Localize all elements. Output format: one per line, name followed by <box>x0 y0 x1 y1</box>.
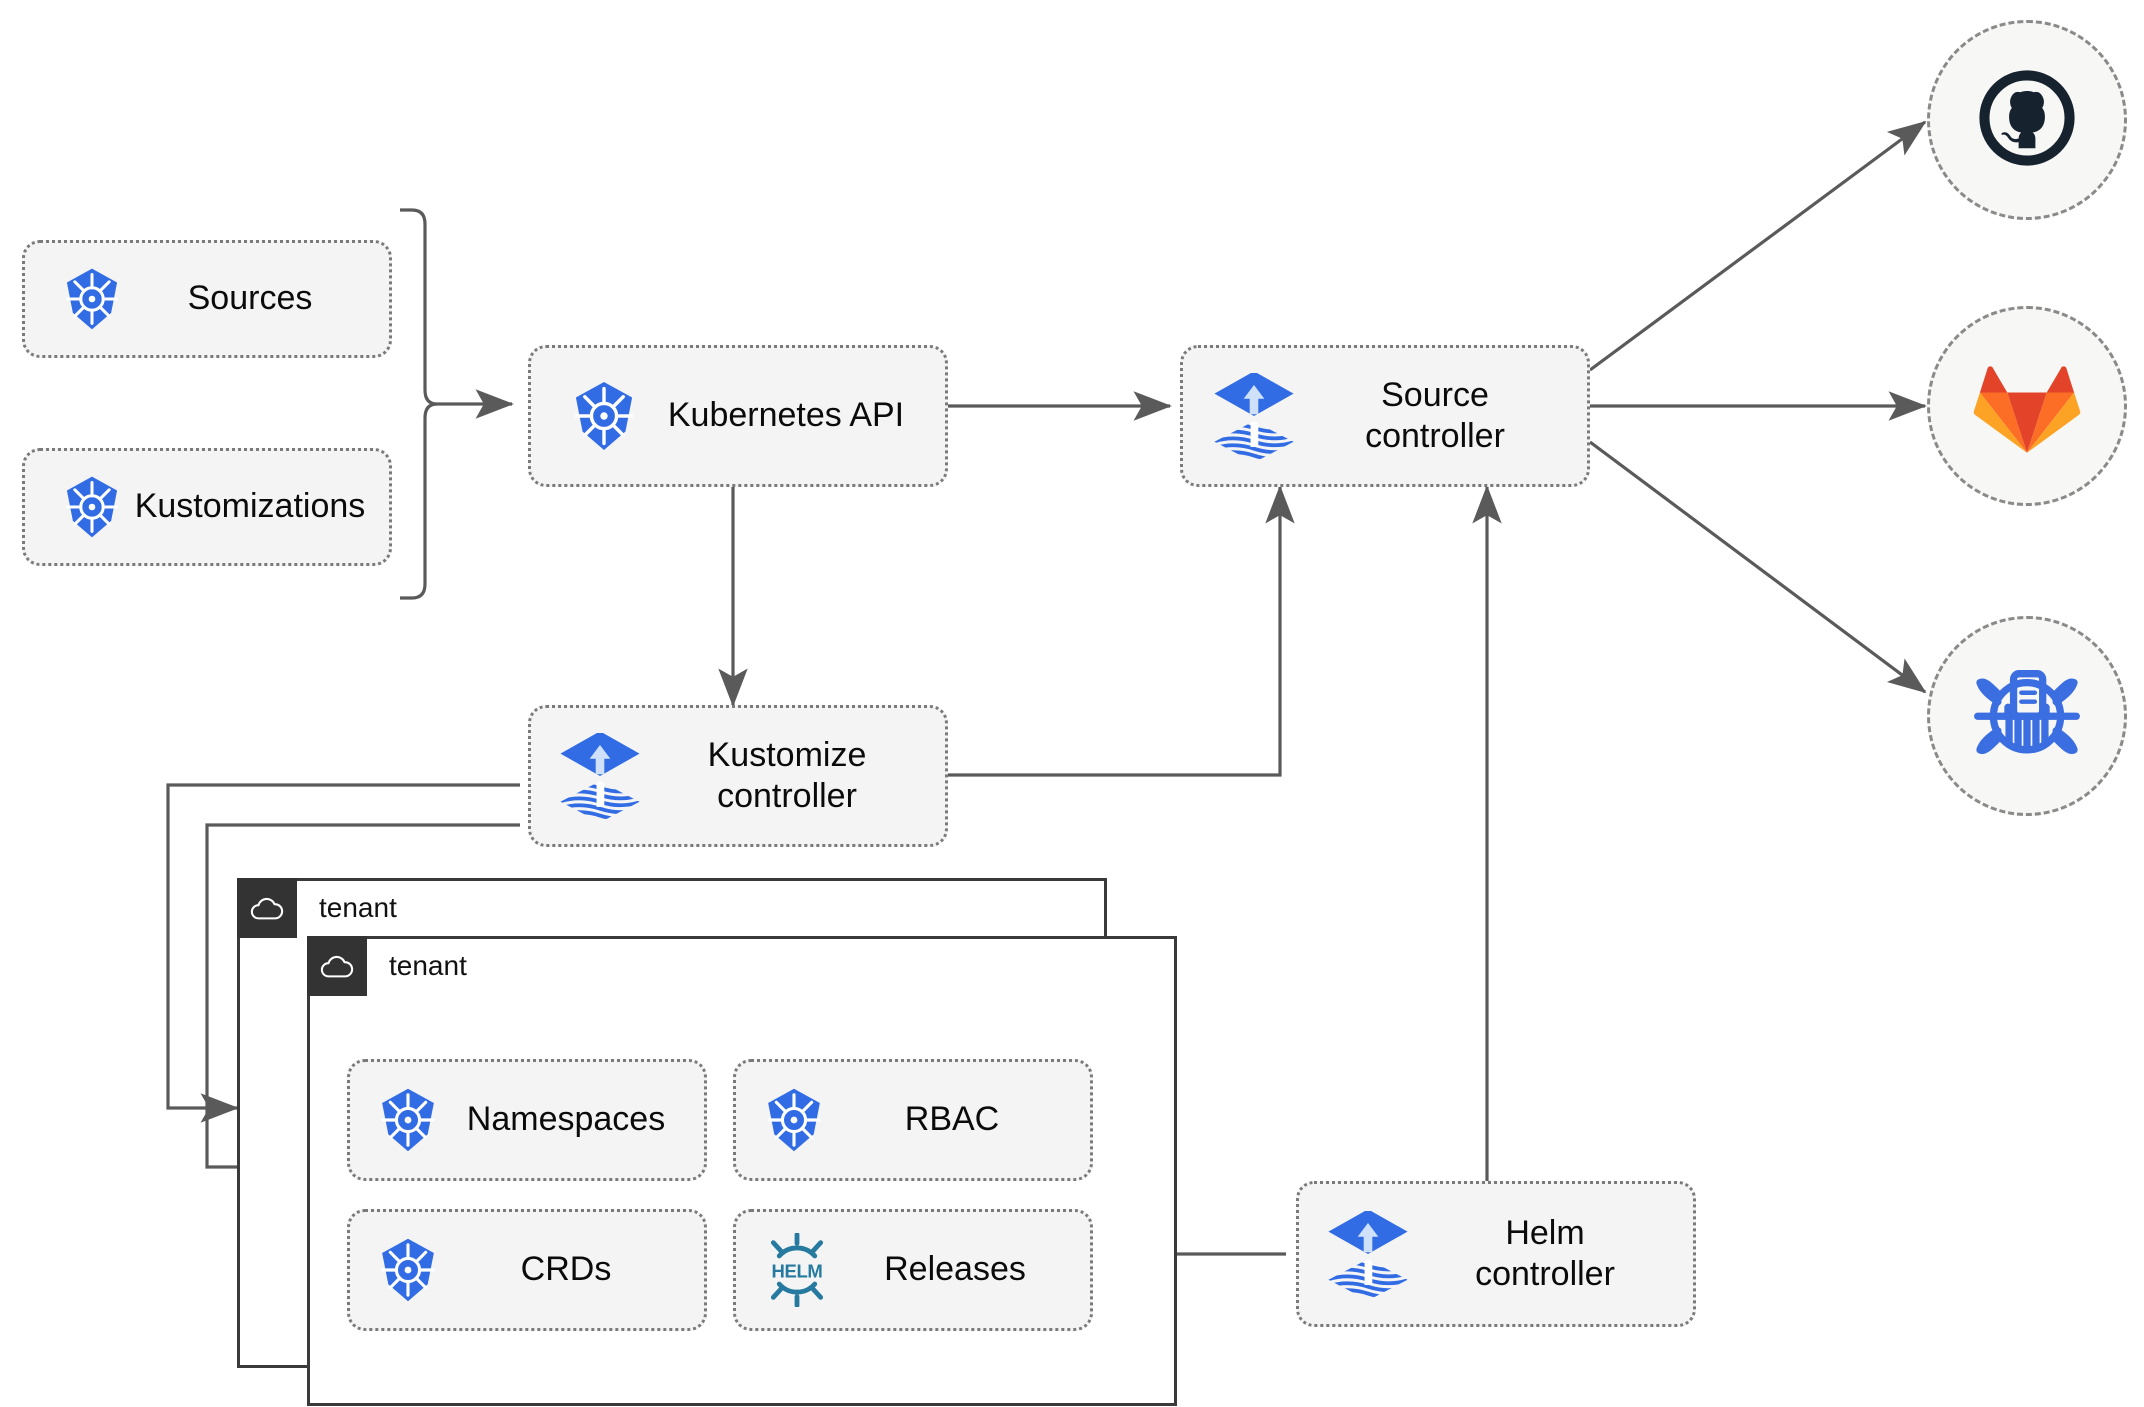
tenant-label: tenant <box>389 950 467 981</box>
kubernetes-icon <box>59 266 125 332</box>
cloud-icon <box>237 878 297 938</box>
node-label: Namespaces <box>466 1100 666 1139</box>
node-kustomize-controller[interactable]: Kustomize controller <box>528 705 948 847</box>
wire-source-controller-to-github <box>1589 120 1927 372</box>
node-sources[interactable]: Sources <box>22 240 392 358</box>
node-label: Sources <box>187 279 313 318</box>
endpoint-github[interactable] <box>1927 20 2127 220</box>
node-label: Source controller <box>1365 375 1505 455</box>
tenant-label: tenant <box>319 892 397 923</box>
node-label: Kustomize controller <box>707 735 867 815</box>
node-kustomizations[interactable]: Kustomizations <box>22 448 392 566</box>
node-source-controller[interactable]: Source controller <box>1180 345 1590 487</box>
helm-repository-icon <box>1971 658 2083 775</box>
tenant-header: tenant <box>237 878 397 938</box>
node-label: RBAC <box>904 1100 1000 1139</box>
node-releases[interactable]: HELM Releases <box>733 1209 1093 1331</box>
tenant-header: tenant <box>307 936 467 996</box>
node-label: Kustomizations <box>134 487 366 526</box>
tenant-frame-front[interactable]: tenant Namespaces <box>307 936 1177 1406</box>
svg-text:HELM: HELM <box>772 1260 823 1281</box>
node-crds[interactable]: CRDs <box>347 1209 707 1331</box>
node-namespaces[interactable]: Namespaces <box>347 1059 707 1181</box>
gitlab-icon <box>1972 352 2082 461</box>
flux-icon <box>557 733 643 819</box>
github-icon <box>1971 62 2083 179</box>
wire-source-controller-to-registry <box>1589 440 1927 694</box>
node-label: CRDs <box>520 1250 612 1289</box>
kubernetes-icon <box>760 1086 828 1154</box>
node-label: Kubernetes API <box>667 396 905 435</box>
cloud-icon <box>307 936 367 996</box>
node-kubernetes-api[interactable]: Kubernetes API <box>528 345 948 487</box>
kubernetes-icon <box>59 474 125 540</box>
node-label: Releases <box>884 1250 1026 1289</box>
kubernetes-icon <box>567 379 641 453</box>
flux-icon <box>1211 373 1297 459</box>
helm-icon: HELM <box>760 1233 834 1307</box>
node-label: Helm controller <box>1475 1213 1615 1293</box>
endpoint-helm-repository[interactable] <box>1927 616 2127 816</box>
wire-resources-bracket <box>400 208 438 600</box>
wire-kustomize-controller-to-source-controller <box>948 485 1295 777</box>
flux-icon <box>1325 1211 1411 1297</box>
node-rbac[interactable]: RBAC <box>733 1059 1093 1181</box>
kubernetes-icon <box>374 1086 442 1154</box>
endpoint-gitlab[interactable] <box>1927 306 2127 506</box>
node-helm-controller[interactable]: Helm controller <box>1296 1181 1696 1327</box>
kubernetes-icon <box>374 1236 442 1304</box>
